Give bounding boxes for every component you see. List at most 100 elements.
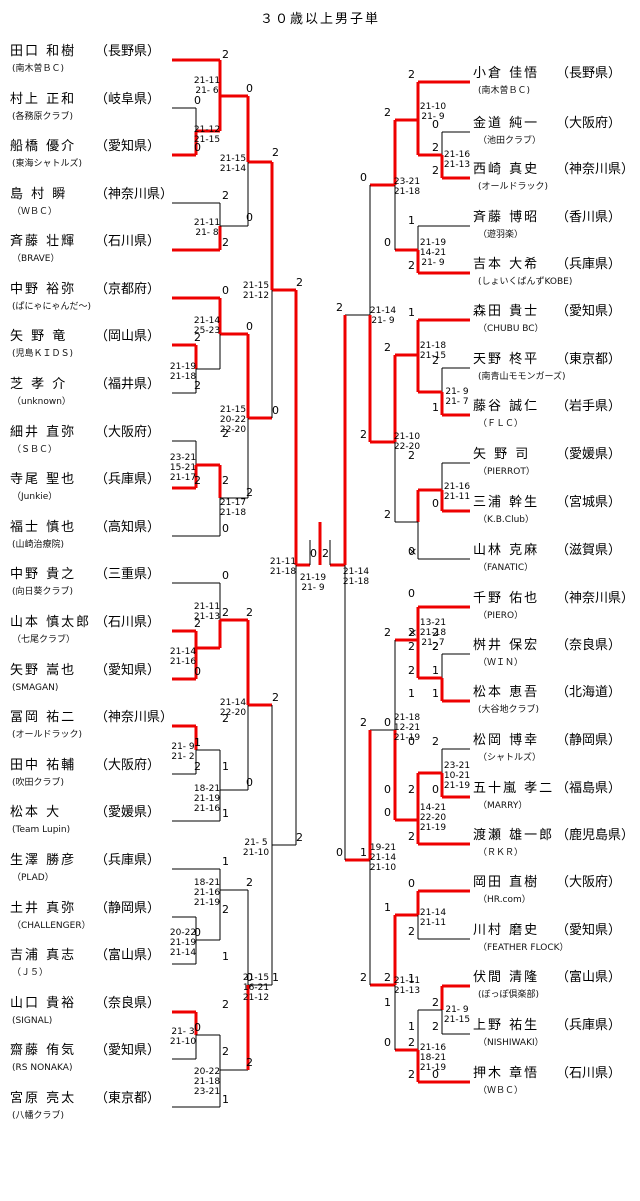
player-prefecture: （東京都） [556, 352, 622, 367]
player-name: 藤谷 誠仁 [473, 399, 540, 414]
score-line: 18-21 [419, 1053, 447, 1063]
match-result: 2 [408, 259, 415, 272]
match-result: 0 [246, 82, 253, 95]
player-club: (南青山モモンガーズ) [478, 372, 566, 382]
score-line: 21-11 [419, 918, 447, 928]
player-name: 渡瀬 雄一郎 [473, 828, 555, 843]
match-result: 0 [360, 171, 367, 184]
match-result: 0 [272, 404, 279, 417]
score-line: 21-18 [419, 628, 447, 638]
match-result: 0 [194, 141, 201, 154]
score-line: 21-19 [193, 794, 221, 804]
score-line: 21-11 [443, 492, 471, 502]
player-prefecture: （大阪府） [95, 425, 161, 440]
score-line: 21-14 [369, 306, 397, 316]
match-result: 0 [384, 1036, 391, 1049]
player-name: 川村 磨史 [473, 923, 540, 938]
match-result: 2 [408, 1068, 415, 1081]
player-prefecture: （滋賀県） [556, 543, 622, 558]
player-prefecture: （岡山県） [95, 329, 161, 344]
player-name: 森田 貴士 [473, 304, 540, 319]
score-line: 21-17 [219, 498, 247, 508]
player-prefecture: （大阪府） [556, 875, 622, 890]
player-club: (各務原クラブ) [12, 112, 74, 122]
match-result: 2 [408, 68, 415, 81]
score-line: 21-15 [419, 351, 447, 361]
score-line: 21-14 [169, 647, 197, 657]
match-result: 1 [384, 901, 391, 914]
match-result: 2 [384, 106, 391, 119]
player-prefecture: （石川県） [556, 1066, 622, 1081]
score-line: 21- 8 [195, 228, 219, 238]
score-line: 23-21 [169, 453, 197, 463]
score-line: 21-16 [193, 804, 221, 814]
player-name: 吉本 大希 [473, 257, 540, 272]
match-result: 2 [432, 640, 439, 653]
score-line: 21- 9 [171, 742, 195, 752]
score-line: 21-15 [242, 281, 270, 291]
player-name: 押木 章悟 [473, 1066, 540, 1081]
match-result: 2 [194, 331, 201, 344]
player-prefecture: （兵庫県） [95, 853, 161, 868]
player-name: 齋藤 侑気 [10, 1043, 77, 1058]
player-prefecture: （神奈川県） [95, 710, 174, 725]
player-name: 桝井 保宏 [473, 638, 540, 653]
score-line: 20-22 [169, 928, 197, 938]
score-line: 21-13 [443, 160, 471, 170]
score-line: 21- 9 [445, 1005, 469, 1015]
match-result: 0 [384, 236, 391, 249]
player-name: 松本 大 [10, 805, 62, 820]
player-club: （MARRY） [478, 801, 528, 811]
match-result: 2 [408, 783, 415, 796]
score-line: 21-14 [169, 948, 197, 958]
match-result: 0 [194, 1021, 201, 1034]
score-line: 16-21 [242, 983, 270, 993]
score-line: 21-17 [169, 473, 197, 483]
player-prefecture: （兵庫県） [556, 257, 622, 272]
match-result: 1 [272, 971, 279, 984]
score-line: 22-20 [219, 425, 247, 435]
match-result: 1 [222, 950, 229, 963]
match-result: 2 [384, 626, 391, 639]
score-line: 21-14 [342, 567, 370, 577]
player-name: 土井 真弥 [10, 901, 77, 916]
player-name: 松岡 博幸 [473, 733, 540, 748]
score-line: 21-10 [419, 102, 447, 112]
score-line: 21-16 [443, 482, 471, 492]
player-prefecture: （福島県） [556, 781, 622, 796]
match-result: 2 [408, 664, 415, 677]
match-result: 2 [222, 606, 229, 619]
match-result: 2 [408, 626, 415, 639]
player-prefecture: （兵庫県） [95, 472, 161, 487]
player-name: 斉藤 博昭 [473, 210, 540, 225]
player-club: (SIGNAL) [12, 1016, 53, 1026]
match-result: 2 [408, 830, 415, 843]
player-name: 芝 孝 介 [10, 377, 68, 392]
match-result: 0 [222, 522, 229, 535]
score-line: 21-13 [393, 986, 421, 996]
player-club: （ＷＢＣ） [478, 1086, 524, 1096]
player-name: 五十嵐 孝二 [473, 781, 555, 796]
match-result: 2 [222, 712, 229, 725]
match-result: 0 [310, 547, 317, 560]
match-result: 2 [384, 508, 391, 521]
player-name: 山口 貴裕 [10, 996, 77, 1011]
player-prefecture: （東京都） [95, 1091, 161, 1106]
player-name: 船橋 優介 [10, 139, 77, 154]
score-line: 21-14 [369, 853, 397, 863]
player-club: (大谷地クラブ) [478, 705, 540, 715]
player-club: （七尾クラブ） [12, 635, 76, 645]
match-result: 2 [432, 735, 439, 748]
player-club: (オールドラック) [12, 730, 83, 740]
player-name: 寺尾 聖也 [10, 472, 77, 487]
player-club: （CHALLENGER） [12, 921, 91, 931]
match-result: 2 [222, 427, 229, 440]
match-result: 0 [194, 926, 201, 939]
player-prefecture: （愛知県） [556, 304, 622, 319]
